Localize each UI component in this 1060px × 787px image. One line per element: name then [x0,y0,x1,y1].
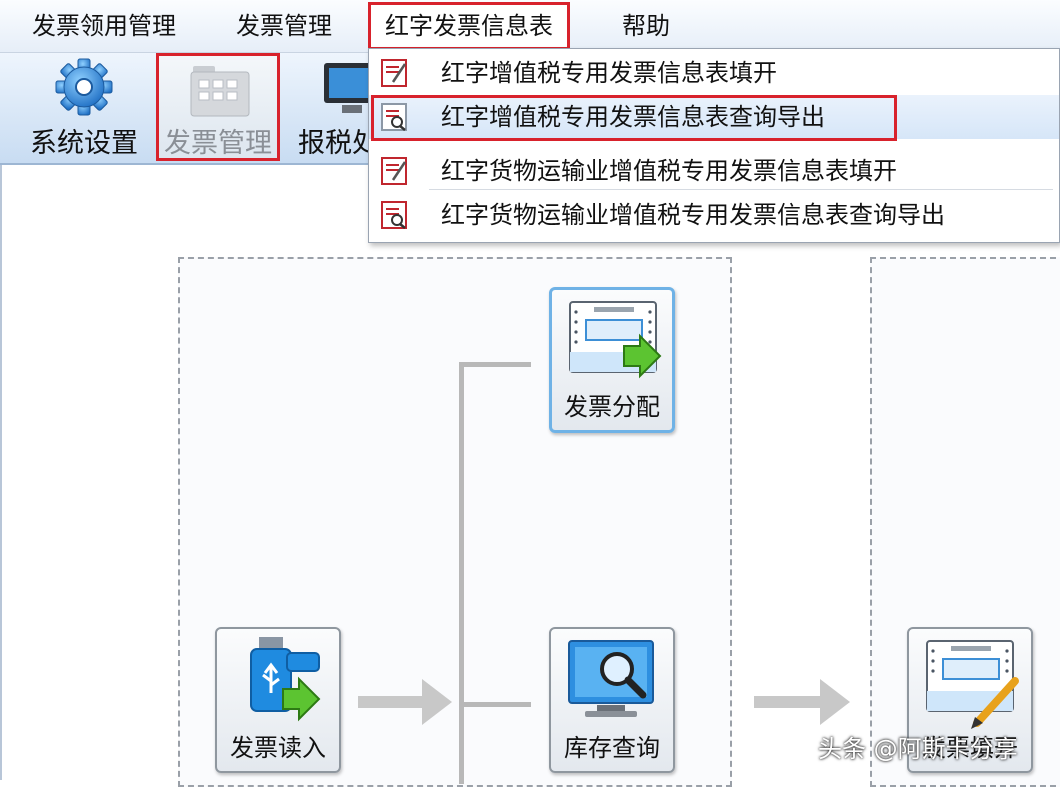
menu-red-invoice-info[interactable]: 红字发票信息表 [368,2,570,50]
watermark: 头条 @阿斯卡分享 [818,735,1018,763]
invoice-folder-icon [190,66,250,117]
arrow-right-icon [358,679,452,725]
form-fill-icon [381,59,407,87]
system-settings-button[interactable]: 系统设置 [22,53,146,161]
form-query-icon [381,201,407,229]
arrow-right-icon [754,679,850,725]
form-query-icon [381,103,407,131]
invoice-read-label: 发票读入 [230,734,326,762]
invoice-distribute-label: 发票分配 [564,393,660,421]
menu-item-vat-fill-label: 红字增值税专用发票信息表填开 [441,59,777,87]
connector-to-distribute [459,362,531,367]
monitor-icon [324,63,368,113]
menu-item-freight-vat-fill-label: 红字货物运输业增值税专用发票信息表填开 [441,157,897,185]
invoice-manage-button[interactable]: 发票管理 [156,53,280,161]
connector-vertical [459,364,464,784]
menu-item-freight-vat-query-export-label: 红字货物运输业增值税专用发票信息表查询导出 [441,201,945,229]
menu-bar: 发票领用管理 发票管理 红字发票信息表 帮助 [0,0,1060,53]
system-settings-label: 系统设置 [30,128,138,159]
inventory-query-tile[interactable]: 库存查询 [549,627,675,773]
magnifier-monitor-icon [568,640,654,717]
tax-report-button[interactable]: 报税处 [292,53,368,161]
invoice-fill-label: 发票填开 [922,734,1018,762]
menu-item-vat-query-export-label: 红字增值税专用发票信息表查询导出 [441,103,825,131]
menu-help[interactable]: 帮助 [622,12,670,40]
tax-report-label: 报税处 [298,128,368,159]
invoice-distribute-tile[interactable]: 发票分配 [549,287,675,433]
invoice-read-tile[interactable]: 发票读入 [215,627,341,773]
menu-item-vat-query-export[interactable]: 红字增值税专用发票信息表查询导出 [369,95,1059,141]
menu-item-freight-vat-fill[interactable]: 红字货物运输业增值税专用发票信息表填开 [369,149,1059,193]
menu-invoice-receive[interactable]: 发票领用管理 [32,12,176,40]
highlight-frame [371,95,897,141]
usb-import-icon [250,637,321,722]
menu-item-freight-vat-query-export[interactable]: 红字货物运输业增值税专用发票信息表查询导出 [369,193,1059,237]
gear-icon [55,58,113,116]
menu-invoice-manage[interactable]: 发票管理 [236,12,332,40]
form-fill-icon [381,157,407,185]
menu-item-vat-fill[interactable]: 红字增值税专用发票信息表填开 [369,51,1059,95]
red-invoice-dropdown-menu: 红字增值税专用发票信息表填开 红字增值税专用发票信息表查询导出 红字货物运输业增… [368,48,1060,243]
invoice-fill-tile[interactable]: 发票填开 [907,627,1033,773]
connector-to-inventory [459,702,531,707]
invoice-manage-label: 发票管理 [164,128,272,159]
inventory-query-label: 库存查询 [564,734,660,762]
workspace: 发票分配 发票读入 库存查询 [0,165,1060,787]
menu-separator [429,189,1053,190]
invoice-distribute-icon [569,301,662,379]
invoice-edit-icon [926,640,1019,729]
